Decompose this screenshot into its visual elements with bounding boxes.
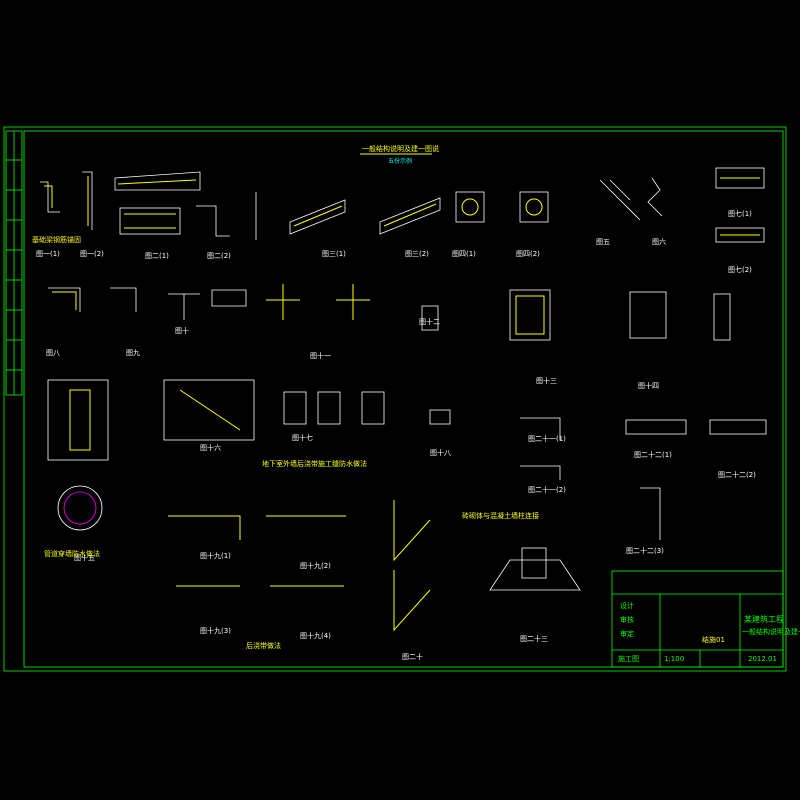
figure-label-f11: 图十一: [310, 351, 331, 360]
title-sheet-no: 结施01: [702, 635, 725, 644]
figure-label-f2a: 图二(1): [145, 252, 169, 260]
title-drawing-name: 一般结构说明及建一图说: [742, 627, 800, 636]
figure-label-f12: 图十二: [419, 317, 440, 326]
figure-label-f9: 图九: [126, 348, 140, 357]
caption-c1: 基础梁钢筋锚固: [32, 235, 81, 244]
figure-label-f8: 图八: [46, 349, 60, 357]
title-scale: 1:100: [664, 655, 684, 663]
binding-strip: [5, 130, 23, 396]
figure-label-f1b: 图一(2): [80, 250, 104, 258]
figure-label-f3b: 图三(2): [405, 250, 429, 258]
figure-label-f16: 图十六: [200, 443, 221, 452]
sheet-inner-border: [23, 130, 784, 668]
figure-label-f7a: 图七(1): [728, 209, 752, 218]
detail-f1: 图一(1) 图一(2): [36, 171, 104, 258]
figure-label-f5: 图五: [596, 238, 610, 246]
title-approved: 审定: [620, 629, 634, 638]
detail-row4: 图十九(1) 图十九(2) 图十九(3) 图十九(4) 图二十 图二十三: [168, 500, 581, 661]
figure-label-f4a: 图四(1): [452, 250, 476, 258]
caption-c12: 管道穿墙防水做法: [44, 549, 100, 558]
detail-row3: 图十五 图十六 图十七 图十八 图二十一(1) 图二十一(2) 图二十二(1) …: [47, 379, 767, 562]
caption-c8: 地下室外墙后浇带施工缝防水做法: [262, 459, 367, 468]
sheet-border: [3, 126, 787, 672]
figure-label-f21a: 图二十一(1): [528, 434, 566, 443]
figure-label-f1a: 图一(1): [36, 250, 60, 258]
title-date: 2012.01: [748, 655, 777, 663]
figure-label-f21b: 图二十一(2): [528, 485, 566, 494]
figure-label-f23: 图二十三: [520, 634, 548, 643]
figure-label-f7b: 图七(2): [728, 265, 752, 274]
detail-f3: 图三(1) 图三(2): [255, 192, 441, 258]
figure-label-f18: 图十八: [430, 448, 451, 457]
figure-label-f22a: 图二十二(1): [634, 450, 672, 459]
figure-label-f13: 图十三: [536, 376, 557, 385]
title-designer: 设计: [620, 601, 634, 610]
figure-label-f19c: 图十九(3): [200, 626, 231, 635]
title-checker: 审核: [620, 615, 634, 624]
sheet-title: 一般结构说明及建一图说: [362, 144, 439, 153]
figure-label-f6: 图六: [652, 237, 666, 246]
title-stage: 施工图: [618, 654, 639, 663]
figure-label-f4b: 图四(2): [516, 250, 540, 258]
detail-row2: 图八 图九 图十 图十一 图十二 图十三 图十四: [46, 284, 731, 390]
sheet-subtitle: 五份示例: [388, 157, 412, 165]
title-block: 某建筑工程 一般结构说明及建一图说 施工图 结施01 1:100 2012.01…: [611, 570, 800, 668]
figure-label-f10: 图十: [175, 326, 189, 335]
figure-label-f19b: 图十九(2): [300, 561, 331, 570]
caption-c13: 砖砌体与混凝土墙柱连接: [462, 511, 539, 520]
caption-c10: 后浇带做法: [246, 641, 281, 650]
title-project: 某建筑工程: [744, 614, 784, 624]
detail-f2: 图二(1) 图二(2): [114, 171, 231, 260]
figure-label-f19d: 图十九(4): [300, 631, 331, 640]
detail-f7: 图七(1) 图七(2): [715, 167, 765, 274]
figure-label-f19a: 图十九(1): [200, 551, 231, 560]
figure-label-f22b: 图二十二(2): [718, 470, 756, 479]
figure-label-f2b: 图二(2): [207, 252, 231, 260]
figure-label-f17: 图十七: [292, 433, 313, 442]
figure-label-f3a: 图三(1): [322, 250, 346, 258]
figure-label-f14: 图十四: [638, 381, 659, 390]
figure-label-f22c: 图二十二(3): [626, 546, 664, 555]
detail-f4: 图四(1) 图四(2): [452, 191, 549, 258]
figure-label-f20: 图二十: [402, 652, 423, 661]
figure-label-f15: 图十五: [74, 553, 95, 562]
detail-f5-f6: 图五 图六: [596, 177, 666, 246]
